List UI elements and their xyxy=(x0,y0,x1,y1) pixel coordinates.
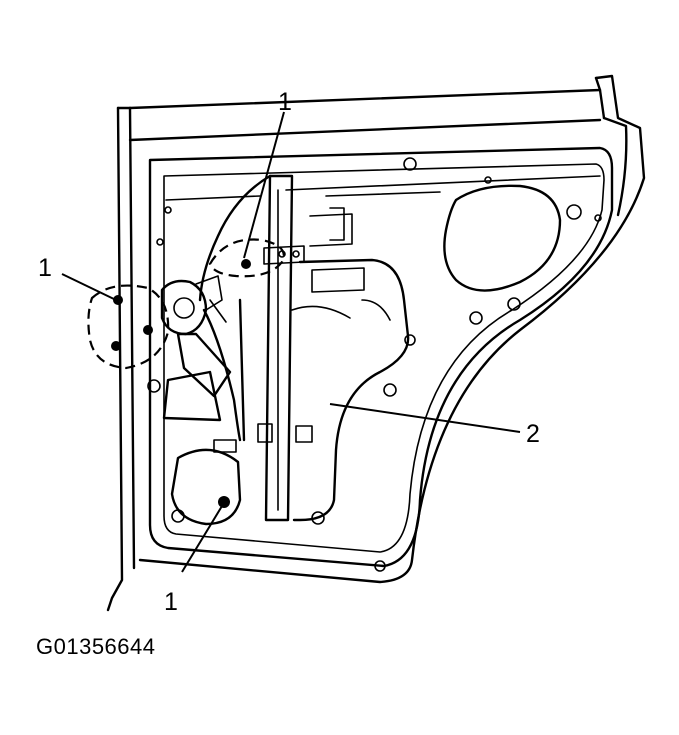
door-outer-frame xyxy=(106,74,646,612)
callout-label-bottom: 1 xyxy=(164,588,178,616)
figure-id: G01356644 xyxy=(36,634,156,659)
callout-label-right: 2 xyxy=(526,420,540,448)
regulator-motor xyxy=(160,275,232,398)
highlight-lower-bolt xyxy=(218,496,230,508)
callout-label-top: 1 xyxy=(278,88,292,116)
highlight-left-bolts xyxy=(87,284,170,370)
inner-door-panel xyxy=(148,146,614,568)
highlight-upper-bolt xyxy=(208,238,285,278)
callout-label-left: 1 xyxy=(38,254,52,282)
fasteners xyxy=(147,157,602,572)
window-regulator-rail xyxy=(198,174,313,522)
upper-access-hole xyxy=(443,184,562,292)
leader-lines xyxy=(61,111,521,573)
lower-panel-cutout xyxy=(162,258,410,526)
